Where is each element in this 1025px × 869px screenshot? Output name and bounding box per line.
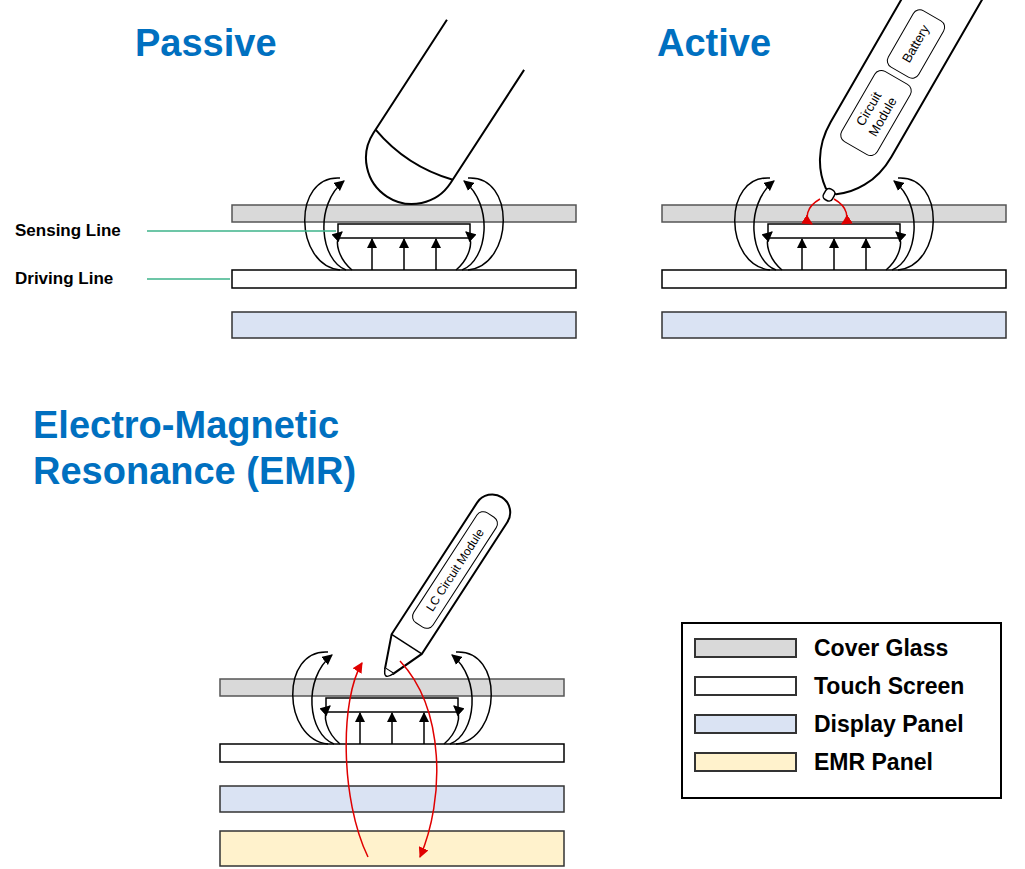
fringe-field xyxy=(735,178,782,270)
pen-collar xyxy=(372,130,453,186)
passive-pen xyxy=(348,20,524,222)
legend-swatch xyxy=(694,638,797,658)
signal-line xyxy=(834,199,847,224)
lc-circuit-box: LC Circuit Module xyxy=(409,508,501,632)
active-stack xyxy=(662,178,1006,338)
emr-field xyxy=(346,661,437,857)
legend-row: Touch Screen xyxy=(694,674,964,698)
box-text: LC Circuit Module xyxy=(423,526,487,614)
active-signal xyxy=(807,199,846,224)
layer-stack xyxy=(220,679,564,812)
layer-stack xyxy=(232,205,576,338)
emr-panel-layer xyxy=(220,831,564,866)
magnetic-loop xyxy=(346,663,368,857)
legend-text: Cover Glass xyxy=(814,636,948,660)
pen-body xyxy=(374,488,517,681)
signal-line xyxy=(807,199,820,224)
legend-swatch xyxy=(694,752,797,772)
legend-row: EMR Panel xyxy=(694,750,933,774)
circuit-module-box: Circuit Module xyxy=(837,67,914,159)
battery-box: Battery xyxy=(884,6,948,81)
pen-body xyxy=(801,0,1025,209)
active-pen xyxy=(796,0,1025,218)
emr-pen xyxy=(371,488,517,686)
box-text: Circuit Module xyxy=(844,74,908,152)
magnetic-loop xyxy=(400,661,437,857)
legend-row: Display Panel xyxy=(694,712,964,736)
layer-stack xyxy=(662,205,1006,338)
layer-label: Driving Line xyxy=(15,268,113,290)
section-heading: Passive xyxy=(135,20,277,66)
fringe-field xyxy=(886,178,933,270)
pen-nib xyxy=(382,668,394,678)
legend-row: Cover Glass xyxy=(694,636,948,660)
field-arrows xyxy=(802,239,866,270)
legend-box: Cover GlassTouch ScreenDisplay PanelEMR … xyxy=(681,622,1002,799)
fringe-field xyxy=(444,652,491,744)
section-heading: Electro-Magnetic Resonance (EMR) xyxy=(33,402,395,494)
field-arrows xyxy=(360,713,424,744)
leader-line xyxy=(147,278,230,280)
pen-collar xyxy=(392,634,422,654)
legend-text: EMR Panel xyxy=(814,750,933,774)
pen-body xyxy=(348,20,524,222)
legend-text: Touch Screen xyxy=(814,674,964,698)
legend-swatch xyxy=(694,714,797,734)
emr-stack xyxy=(220,652,564,866)
fringe-field xyxy=(305,178,352,270)
box-text: Battery xyxy=(899,22,933,66)
legend-text: Display Panel xyxy=(814,712,964,736)
layer-label: Sensing Line xyxy=(15,220,121,242)
fringe-field xyxy=(293,652,340,744)
field-arrows xyxy=(372,239,436,270)
fringe-field xyxy=(456,178,503,270)
leader-line xyxy=(147,230,336,232)
pen-nib xyxy=(822,187,837,202)
section-heading: Active xyxy=(657,20,771,66)
legend-swatch xyxy=(694,676,797,696)
